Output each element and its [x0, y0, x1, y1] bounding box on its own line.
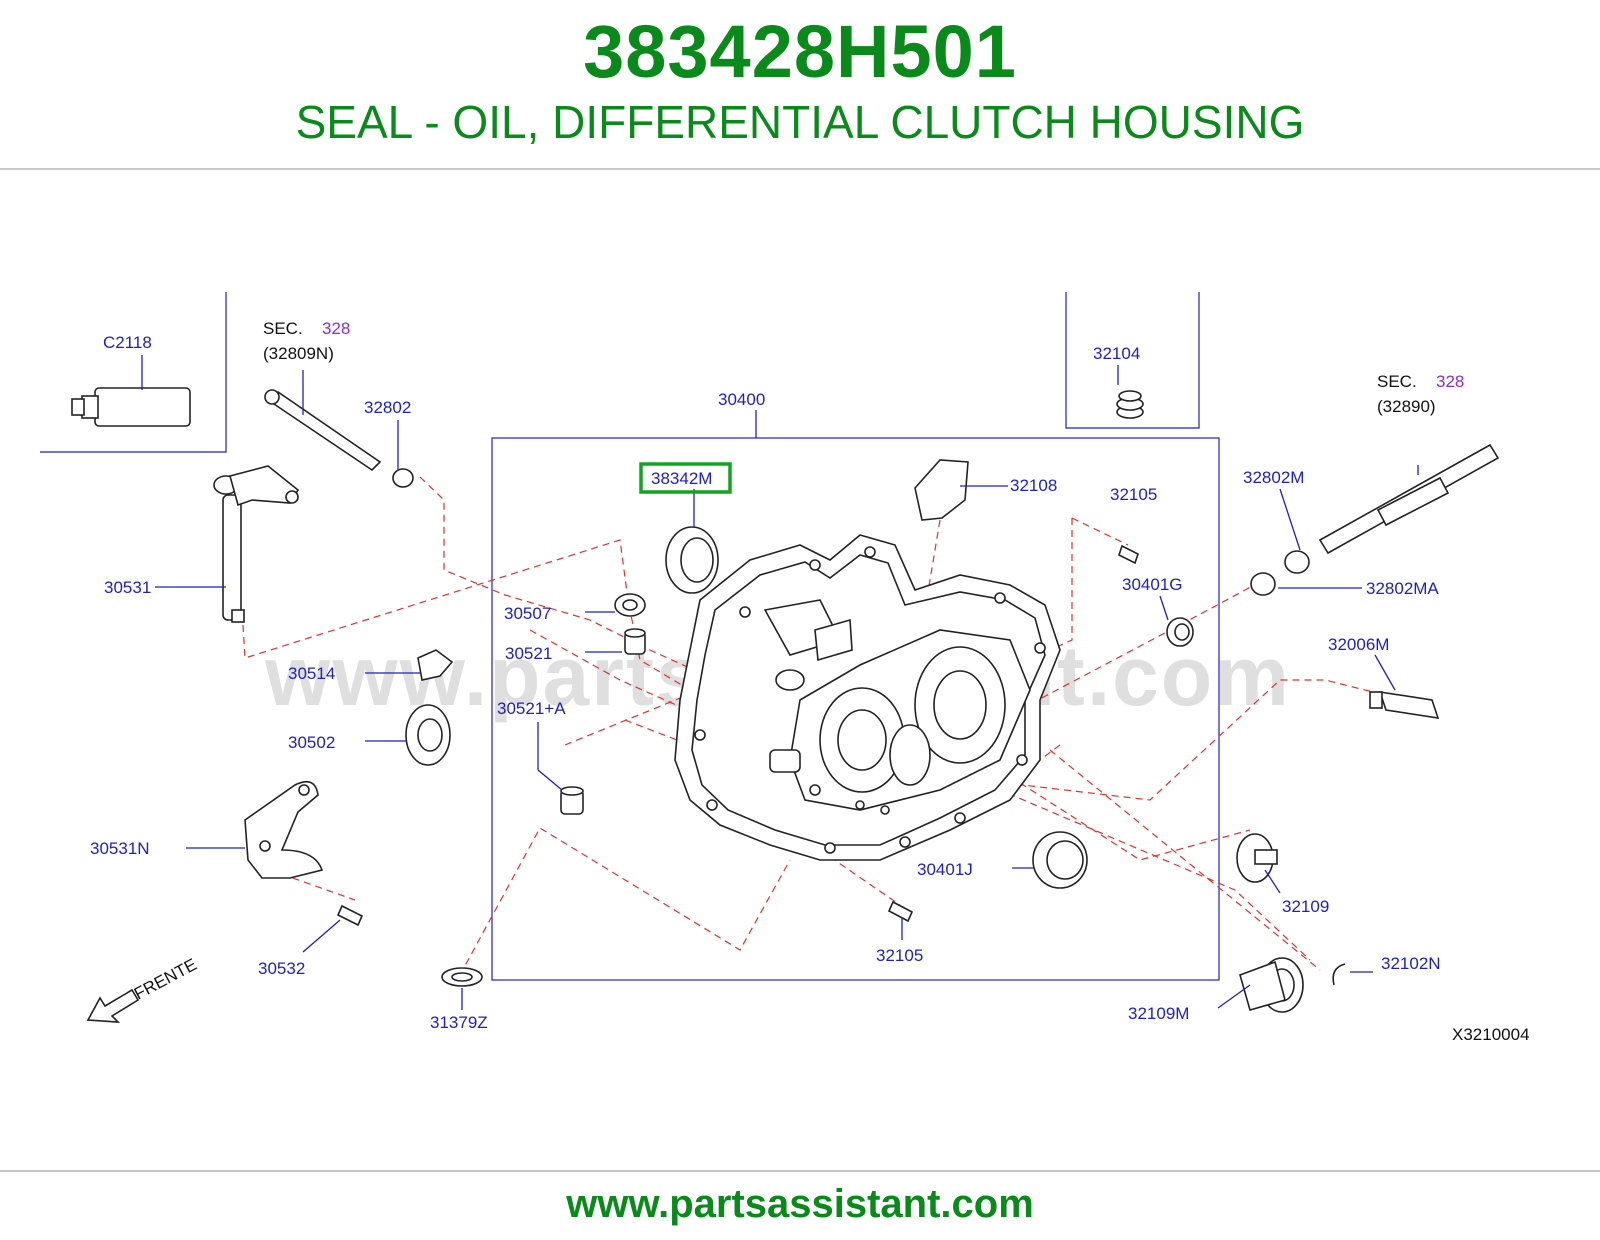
- release-bearing-30502: [405, 704, 451, 766]
- snap-ring-32102n: [1332, 963, 1346, 986]
- shift-lever-30531: [213, 465, 300, 623]
- label-30401g[interactable]: 30401G: [1122, 575, 1183, 594]
- plug-32104: [1116, 390, 1144, 419]
- shaft-32809n: [264, 389, 382, 472]
- dowel-30521: [624, 628, 646, 655]
- washer-31379z: [441, 967, 483, 987]
- bracket-32108: [914, 459, 969, 521]
- bushing-32802m: [1284, 550, 1310, 574]
- retainer-30514: [417, 649, 454, 681]
- part-description-subtitle: SEAL - OIL, DIFFERENTIAL CLUTCH HOUSING: [295, 96, 1305, 148]
- sec-left-ref: (32809N): [263, 344, 334, 363]
- footer-website-link[interactable]: www.partsassistant.com: [566, 1182, 1034, 1226]
- housing-assembly-frame: [491, 437, 1220, 981]
- withdrawal-lever-30531n: [244, 780, 324, 879]
- bearing-30507: [614, 593, 646, 617]
- label-32802m[interactable]: 32802M: [1243, 468, 1304, 487]
- label-31379z[interactable]: 31379Z: [430, 1013, 488, 1032]
- highlighted-part-box: [639, 462, 732, 494]
- part-number-title: 383428H501: [583, 10, 1017, 93]
- label-32102n[interactable]: 32102N: [1381, 954, 1441, 973]
- bushing-30401g: [1166, 617, 1194, 647]
- exploded-parts-diagram: www.partsassistant.com: [40, 292, 1530, 1044]
- shaft-32890: [1318, 443, 1500, 555]
- dowel-30521a: [560, 786, 584, 815]
- label-32109m[interactable]: 32109M: [1128, 1004, 1189, 1023]
- label-30400[interactable]: 30400: [718, 390, 765, 409]
- label-30502[interactable]: 30502: [288, 733, 335, 752]
- bushing-32802ma: [1250, 572, 1276, 596]
- inset-frame-32104: [1065, 292, 1200, 429]
- sec-right-ref: (32890): [1377, 397, 1436, 416]
- sec-right-number[interactable]: 328: [1436, 372, 1464, 391]
- clutch-housing-30400: [674, 534, 1061, 861]
- diagram-code: X3210004: [1452, 1025, 1530, 1044]
- label-32109[interactable]: 32109: [1282, 897, 1329, 916]
- label-38342m[interactable]: 38342M: [651, 469, 712, 488]
- label-30532[interactable]: 30532: [258, 959, 305, 978]
- label-30514[interactable]: 30514: [288, 664, 335, 683]
- label-30521a[interactable]: 30521+A: [497, 699, 566, 718]
- label-30401j[interactable]: 30401J: [917, 860, 973, 879]
- bushing-30401j: [1032, 831, 1088, 889]
- label-c2118[interactable]: C2118: [103, 333, 152, 352]
- oil-seal-38342m: [665, 526, 719, 594]
- frente-label: FRENTE: [131, 955, 200, 1004]
- frente-arrow-icon: [86, 988, 140, 1023]
- label-30531n[interactable]: 30531N: [90, 839, 150, 858]
- label-32802ma[interactable]: 32802MA: [1366, 579, 1439, 598]
- label-32802[interactable]: 32802: [364, 398, 411, 417]
- label-30507[interactable]: 30507: [504, 604, 551, 623]
- sec-left-number[interactable]: 328: [322, 319, 350, 338]
- pin-32105-bottom: [887, 900, 914, 923]
- bushing-32109m: [1239, 957, 1304, 1013]
- label-30521[interactable]: 30521: [505, 644, 552, 663]
- label-32105-top[interactable]: 32105: [1110, 485, 1157, 504]
- label-32108[interactable]: 32108: [1010, 476, 1057, 495]
- footer-divider: [0, 1170, 1600, 1172]
- header-divider: [0, 168, 1600, 170]
- pin-32105-top: [1118, 544, 1139, 565]
- sec-right-prefix: SEC.: [1377, 372, 1417, 391]
- switch-32006m: [1369, 691, 1440, 719]
- leader-lines: [141, 355, 1419, 1010]
- label-32006m[interactable]: 32006M: [1328, 635, 1389, 654]
- label-32105-bottom[interactable]: 32105: [876, 946, 923, 965]
- sec-left-prefix: SEC.: [263, 319, 303, 338]
- label-32104[interactable]: 32104: [1093, 344, 1140, 363]
- bushing-32802: [392, 468, 414, 488]
- bracket-32109: [1236, 833, 1278, 883]
- grease-tube-c2118: [71, 387, 191, 427]
- pin-30532: [336, 904, 364, 927]
- inset-frame-c2118: [40, 292, 227, 453]
- label-30531[interactable]: 30531: [104, 578, 151, 597]
